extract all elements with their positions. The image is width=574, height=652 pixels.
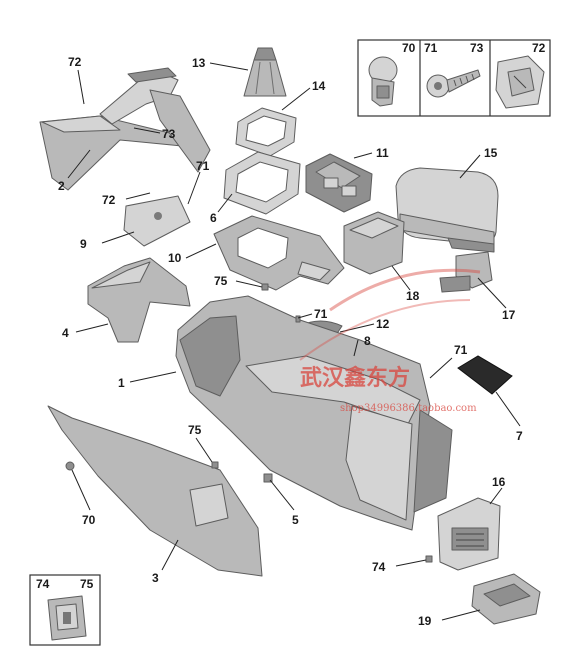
callout-12: 12 bbox=[376, 317, 390, 331]
leader-lines bbox=[67, 62, 521, 621]
part-9-trim-plate bbox=[123, 195, 191, 247]
callout-71-a: 71 bbox=[196, 159, 210, 173]
inset-label-71: 71 bbox=[424, 41, 438, 55]
push-clip-icon bbox=[368, 56, 398, 107]
part-2-side-trim bbox=[39, 115, 191, 191]
part-14-boot-ring bbox=[235, 107, 297, 157]
callout-18: 18 bbox=[406, 289, 420, 303]
callout-10: 10 bbox=[168, 251, 182, 265]
part-2-bracket bbox=[99, 67, 211, 173]
callout-72-b: 72 bbox=[102, 193, 116, 207]
part-10-bezel bbox=[213, 215, 345, 291]
part-6-trim-frame bbox=[223, 151, 301, 215]
callout-16: 16 bbox=[492, 475, 506, 489]
callout-11: 11 bbox=[376, 146, 389, 160]
callout-15: 15 bbox=[484, 146, 498, 160]
callout-8: 8 bbox=[364, 334, 371, 348]
inset-label-70: 70 bbox=[402, 41, 416, 55]
part-4-duct-bracket bbox=[87, 257, 191, 343]
inset-label-74: 74 bbox=[36, 577, 50, 591]
callout-2: 2 bbox=[58, 179, 65, 193]
part-16-rear-vent bbox=[437, 497, 501, 571]
clip-5 bbox=[263, 473, 273, 483]
callout-9: 9 bbox=[80, 237, 87, 251]
clip-75-upper bbox=[261, 283, 269, 291]
clip-75-lower bbox=[211, 461, 219, 469]
callout-13: 13 bbox=[192, 56, 206, 70]
callout-75-a: 75 bbox=[214, 274, 228, 288]
callout-19: 19 bbox=[418, 614, 432, 628]
retainer-clip-icon bbox=[47, 595, 87, 641]
part-15-armrest-lid bbox=[395, 167, 499, 253]
speed-nut-icon bbox=[495, 55, 545, 109]
callout-numbers: 72 73 13 14 11 15 2 72 71 6 9 10 75 18 1… bbox=[58, 55, 523, 628]
clip-74 bbox=[425, 555, 433, 563]
part-19-rear-box bbox=[471, 573, 541, 625]
callout-72-a: 72 bbox=[68, 55, 82, 69]
part-7-tray-mat bbox=[457, 355, 513, 395]
callout-3: 3 bbox=[152, 571, 159, 585]
callout-1: 1 bbox=[118, 376, 125, 390]
seller-watermark: 武汉鑫东方 shop34996386.taobao.com bbox=[299, 268, 481, 414]
watermark-brand: 武汉鑫东方 bbox=[300, 365, 410, 391]
callout-74: 74 bbox=[372, 560, 386, 574]
callout-71-b: 71 bbox=[314, 307, 328, 321]
callout-75-b: 75 bbox=[188, 423, 202, 437]
part-17-hinge-bracket bbox=[439, 251, 493, 293]
inset-label-72: 72 bbox=[532, 41, 546, 55]
watermark-url: shop34996386.taobao.com bbox=[340, 403, 477, 414]
inset-label-75: 75 bbox=[80, 577, 94, 591]
callout-4: 4 bbox=[62, 326, 69, 340]
callout-71-c: 71 bbox=[454, 343, 468, 357]
callout-17: 17 bbox=[502, 308, 516, 322]
callout-6: 6 bbox=[210, 211, 217, 225]
screw-icon bbox=[426, 69, 481, 98]
clip-70-side bbox=[65, 461, 75, 471]
callout-70: 70 bbox=[82, 513, 96, 527]
fastener-inset-top: 70 71 73 72 bbox=[357, 39, 551, 117]
fastener-inset-bottom: 74 75 bbox=[29, 574, 101, 646]
part-18-storage-insert bbox=[343, 211, 405, 275]
callout-7: 7 bbox=[516, 429, 523, 443]
part-1-console-body bbox=[175, 295, 453, 531]
callout-73: 73 bbox=[162, 127, 176, 141]
callout-14: 14 bbox=[312, 79, 326, 93]
part-11-switch-panel bbox=[305, 153, 373, 213]
clip-71-upper bbox=[295, 315, 301, 323]
part-13-shift-boot bbox=[243, 47, 287, 97]
inset-label-73: 73 bbox=[470, 41, 484, 55]
callout-5: 5 bbox=[292, 513, 299, 527]
part-3-side-panel bbox=[47, 405, 263, 577]
